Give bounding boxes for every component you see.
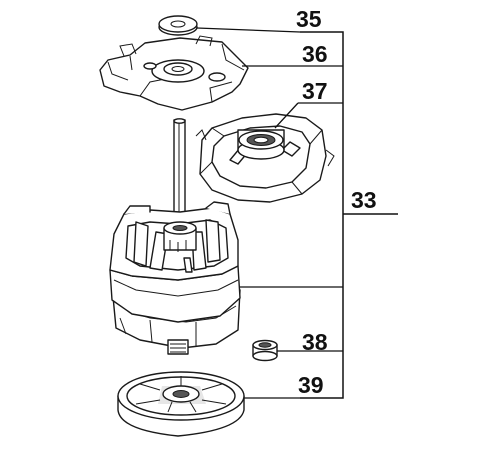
leader-35 — [196, 27, 301, 33]
label-35: 35 — [296, 6, 322, 32]
label-39: 39 — [298, 372, 324, 398]
part-37-bearing-bracket — [195, 113, 335, 203]
leader-37 — [274, 102, 299, 129]
part-38-bearing — [252, 339, 278, 362]
assembly-33-bracket — [300, 31, 398, 399]
motor-assembly-body — [109, 118, 241, 355]
label-37: 37 — [302, 78, 328, 104]
part-35-washer — [158, 15, 198, 36]
label-38: 38 — [302, 329, 328, 355]
part-39-fan — [117, 371, 245, 437]
label-33: 33 — [351, 187, 377, 213]
part-36-cover-plate — [99, 35, 249, 111]
label-36: 36 — [302, 41, 328, 67]
